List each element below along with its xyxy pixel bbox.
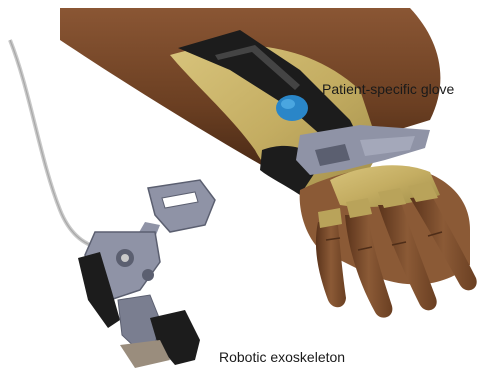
- glove-label: Patient-specific glove: [322, 82, 454, 96]
- exoskeleton-device: [78, 180, 215, 368]
- cable: [10, 40, 100, 248]
- exoskeleton-label: Robotic exoskeleton: [219, 350, 345, 364]
